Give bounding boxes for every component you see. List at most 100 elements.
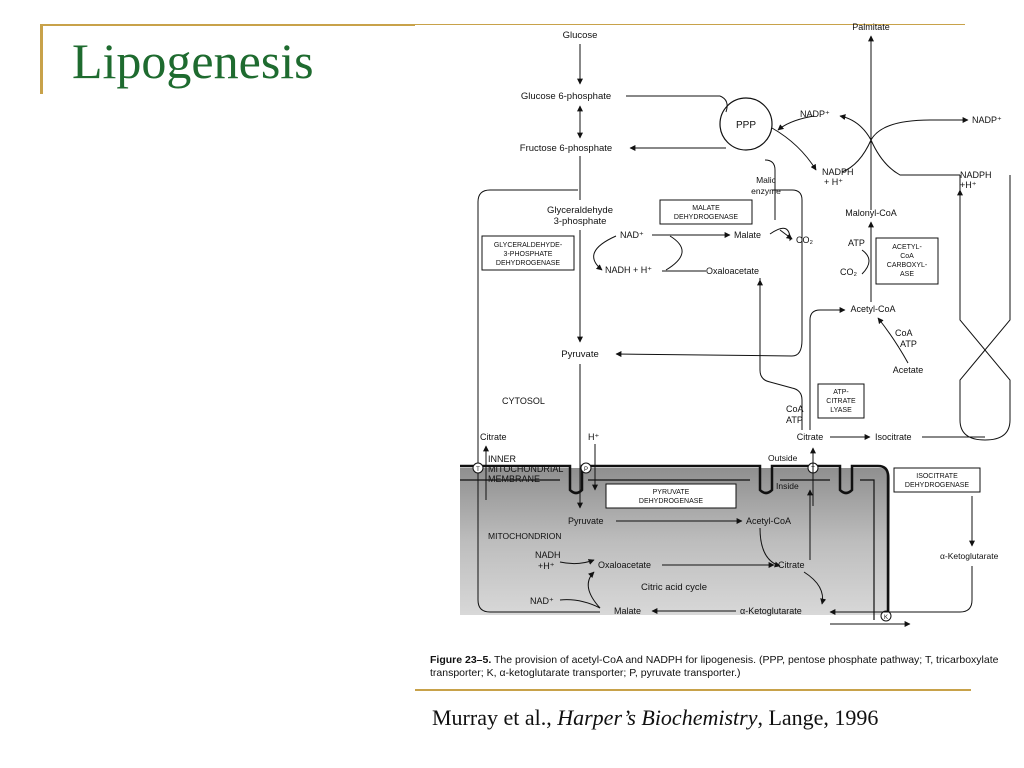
acc-enzyme-box — [875, 237, 939, 285]
fas-nadph-curve-left — [839, 114, 872, 141]
akg-mito-label: α-Ketoglutarate — [740, 606, 802, 616]
malic-label-2: enzyme — [751, 186, 781, 196]
malate-cytosol-label: Malate — [734, 230, 761, 240]
idh-label-2: DEHYDROGENASE — [905, 482, 970, 489]
k-transporter — [880, 610, 892, 622]
g6p-label: Glucose 6-phosphate — [521, 91, 611, 102]
right-shuttle-lower — [959, 349, 1011, 441]
citrate-to-acetylcoa-path — [809, 307, 846, 430]
malate-dh-label-2: DEHYDROGENASE — [674, 214, 739, 221]
acc-label-3: CARBOXYL- — [887, 262, 928, 269]
nadp-a-loop — [771, 127, 817, 171]
pyruvate-mito-label: Pyruvate — [568, 516, 604, 526]
oaa-cytosol-label: Oxaloacetate — [706, 266, 759, 276]
mitochondrion-label: MITOCHONDRION — [488, 531, 562, 541]
palmitate-label: Palmitate — [852, 22, 890, 32]
nadph-b-label-1: NADPH — [960, 170, 992, 180]
nadph-a-label-2: + H⁺ — [824, 177, 843, 187]
pyruvate-cytosol-label: Pyruvate — [561, 349, 599, 360]
slide-title: Lipogenesis — [72, 33, 314, 89]
tca-label: Citric acid cycle — [641, 582, 707, 593]
fas-nadph-curve-right — [870, 117, 969, 141]
hplus-label: H⁺ — [588, 432, 599, 442]
citrate-left-label: Citrate — [480, 432, 507, 442]
figure-caption: Figure 23–5. The provision of acetyl-CoA… — [430, 654, 1016, 680]
akg-cytosol-label: α-Ketoglutarate — [940, 551, 999, 561]
oaa-return-path — [759, 278, 803, 430]
malate-to-oaa-mito-curve — [587, 571, 601, 609]
coa-atp-label-1: CoA — [895, 328, 913, 338]
f6p-label: Fructose 6-phosphate — [520, 143, 612, 154]
k-transporter-label: K — [884, 615, 888, 621]
membrane-label-1: INNER — [488, 454, 517, 464]
nadh-mito-label-1: NADH — [535, 550, 561, 560]
p-transporter — [580, 462, 592, 474]
credit-publisher: , Lange, 1996 — [757, 705, 879, 730]
malate-dh-label-1: MALATE — [692, 205, 720, 212]
nad-mito-curve — [559, 599, 601, 609]
nad-mito-label: NAD⁺ — [530, 596, 554, 606]
malate-mito-label: Malate — [614, 606, 641, 616]
membrane-label-3: MEMBRANE — [488, 474, 540, 484]
pdh-label-1: PYRUVATE — [653, 489, 690, 496]
malate-to-co2-curve — [769, 227, 793, 242]
acl-label-3: LYASE — [830, 407, 852, 414]
t-transporter — [472, 462, 484, 474]
source-credit: Murray et al., Harper’s Biochemistry, La… — [432, 705, 878, 731]
citrate-to-akg-mito-curve — [803, 571, 827, 605]
title-accent-vertical — [40, 24, 43, 94]
nadph-b-label-2: +H⁺ — [960, 180, 977, 190]
p-transporter-label: P — [584, 467, 588, 473]
membrane-inner-edge — [460, 479, 875, 620]
co2-acc-label: CO₂ — [840, 267, 858, 277]
inner-membrane-line — [460, 464, 890, 620]
nadp-b-label: NADP⁺ — [972, 115, 1002, 125]
left-shuttle-path — [477, 189, 600, 613]
inside-label: Inside — [776, 481, 799, 491]
atp-acc-label: ATP — [848, 238, 865, 248]
top-rule — [415, 24, 965, 25]
nadp-a-label: NADP⁺ — [800, 109, 830, 119]
akg-return-path — [829, 566, 973, 615]
acl-enzyme-box — [817, 383, 865, 419]
t-transporter-label: T — [476, 467, 480, 473]
acetylcoa-cytosol-label: Acetyl-CoA — [850, 304, 895, 314]
nadh-mito-label-2: +H⁺ — [538, 561, 555, 571]
lipogenesis-diagram: PPP Glucose Glucose 6-phosphate Fructose… — [460, 22, 1011, 627]
ppp-circle — [719, 97, 773, 151]
gap-label-1: Glyceraldehyde — [547, 205, 613, 216]
gapdh-enzyme-box — [481, 235, 575, 271]
malate-dh-box — [659, 199, 753, 225]
nadph-a-label-1: NADPH — [822, 167, 854, 177]
idh-enzyme-box — [893, 467, 981, 493]
nadph-a-loop — [777, 115, 815, 131]
mitochondrion-region — [460, 468, 890, 615]
g6p-ppp-curve — [719, 95, 728, 113]
coa-acl-label: CoA — [786, 404, 804, 414]
gapdh-redox-curve — [593, 235, 617, 271]
co2-malic-label: CO₂ — [796, 235, 814, 245]
acc-cofactor-curve — [861, 249, 870, 275]
citrate-mito-label: Citrate — [778, 560, 805, 570]
citrate-cytosol-label: Citrate — [797, 432, 824, 442]
acc-label-4: ASE — [900, 271, 914, 278]
glucose-label: Glucose — [563, 30, 598, 41]
acl-label-1: ATP- — [833, 389, 849, 396]
pdh-label-2: DEHYDROGENASE — [639, 498, 704, 505]
ppp-label: PPP — [736, 120, 756, 131]
fas-loop-lower-left — [841, 139, 872, 173]
acc-label-1: ACETYL- — [892, 244, 922, 251]
malic-pyruvate-path — [772, 189, 803, 357]
outside-label: Outside — [768, 453, 798, 463]
nad-cytosol-label: NAD⁺ — [620, 230, 644, 240]
gap-label-2: 3-phosphate — [554, 216, 607, 227]
gapdh-label-3: DEHYDROGENASE — [496, 260, 561, 267]
pyruvate-from-malic-arrow — [615, 351, 793, 358]
malic-to-co2-arrow — [779, 229, 793, 240]
cytosol-label: CYTOSOL — [502, 396, 545, 406]
figure-caption-label: Figure 23–5. — [430, 654, 492, 666]
fas-loop-lower — [870, 139, 960, 176]
pdh-enzyme-box — [605, 483, 737, 509]
nadh-cytosol-label: NADH + H⁺ — [605, 265, 652, 275]
right-shuttle-path — [959, 175, 1011, 351]
